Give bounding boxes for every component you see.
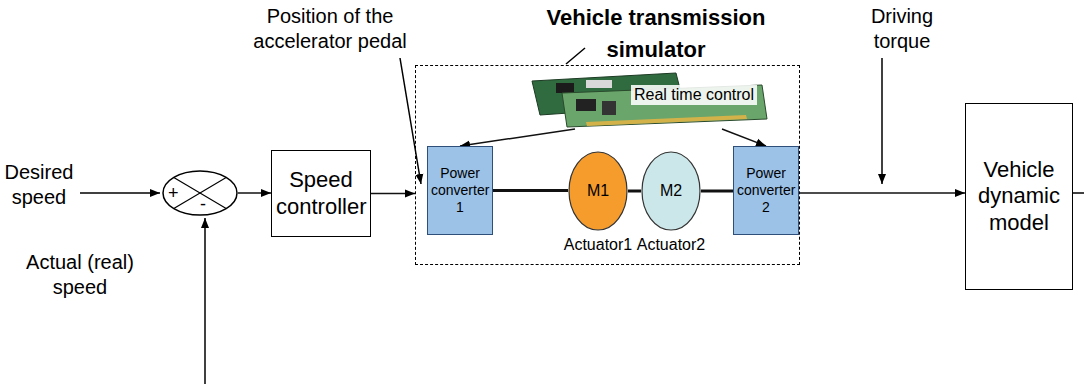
control-arrow bbox=[460, 129, 575, 146]
summing-junction: +- bbox=[162, 170, 238, 216]
box-label: Vehicle dynamic model bbox=[970, 157, 1068, 236]
input-label: Position of the accelerator pedal bbox=[250, 4, 410, 54]
box-label: Power converter 2 bbox=[737, 165, 795, 215]
shaft-line bbox=[701, 190, 733, 193]
plus-sign: + bbox=[168, 183, 179, 203]
chip bbox=[556, 83, 574, 93]
output-line bbox=[1073, 192, 1084, 194]
signal-label: Desired speed bbox=[1, 160, 77, 210]
model-box: Vehicle dynamic model bbox=[965, 103, 1073, 290]
motor-ellipse: M2Actuator2 bbox=[636, 151, 706, 261]
torque-arrow bbox=[800, 192, 965, 194]
minus-sign: - bbox=[189, 194, 217, 214]
box-label: Power converter 1 bbox=[431, 165, 489, 215]
motor-name: M1 bbox=[563, 151, 633, 231]
feedback-arrow bbox=[204, 218, 206, 384]
chip bbox=[586, 80, 612, 88]
frame-heading: Vehicle transmission simulator bbox=[516, 2, 796, 66]
chip bbox=[576, 99, 596, 111]
converter-box: Power converter 1 bbox=[427, 146, 493, 235]
converter-box: Power converter 2 bbox=[733, 146, 799, 235]
board-front bbox=[562, 85, 767, 127]
shaft-line bbox=[628, 190, 641, 193]
output-label: Driving torque bbox=[862, 4, 942, 54]
actuator-caption: Actuator1 bbox=[563, 235, 633, 255]
card-label: Real time control bbox=[631, 85, 757, 105]
leader-arrow bbox=[400, 58, 421, 184]
control-arrow bbox=[722, 129, 766, 146]
motor-ellipse: M1Actuator1 bbox=[563, 151, 633, 261]
edge-connector bbox=[586, 115, 747, 126]
shaft-line bbox=[493, 189, 568, 192]
input-arrow bbox=[80, 192, 160, 194]
chip bbox=[602, 101, 616, 115]
junction-outline bbox=[163, 171, 237, 215]
leader-arrow bbox=[881, 58, 883, 184]
box-label: Speed controller bbox=[276, 167, 366, 220]
control-card: Real time control bbox=[526, 71, 771, 129]
simulator-frame: Vehicle transmission simulatorReal time … bbox=[415, 65, 800, 265]
leader-line bbox=[566, 48, 585, 64]
actuator-caption: Actuator2 bbox=[636, 235, 706, 255]
signal-label: Actual (real) speed bbox=[10, 250, 150, 300]
motor-name: M2 bbox=[636, 151, 706, 231]
controller-box: Speed controller bbox=[271, 150, 371, 237]
signal-arrow bbox=[371, 193, 415, 195]
signal-arrow bbox=[238, 192, 271, 194]
